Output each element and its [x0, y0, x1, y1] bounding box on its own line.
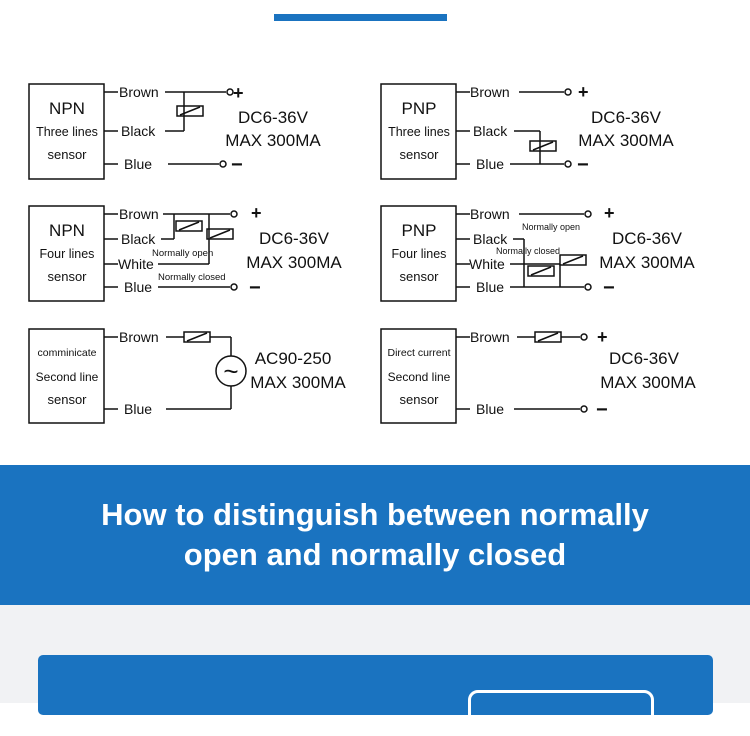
wire-black-label: Black	[121, 123, 156, 139]
minus-sign: −	[577, 154, 589, 176]
plus-sign: +	[597, 327, 608, 347]
sensor-box	[28, 328, 105, 424]
info-card-frame	[468, 690, 654, 736]
minus-sign: −	[231, 154, 243, 176]
normally-closed-label: Normally closed	[496, 246, 560, 256]
voltage-label: DC6-36V	[591, 108, 662, 127]
plus-sign: +	[578, 82, 589, 102]
wire-brown-label: Brown	[119, 84, 159, 100]
sensor-lines-label: Three lines	[36, 125, 98, 139]
current-label: MAX 300MA	[250, 373, 346, 392]
voltage-label: DC6-36V	[612, 229, 683, 248]
sensor-lines-label: Three lines	[388, 125, 450, 139]
sensor-type-label: PNP	[402, 221, 437, 240]
dc-second-line-diagram	[380, 328, 588, 424]
bottom-section	[0, 605, 750, 736]
npn-four-lines-diagram	[28, 205, 238, 302]
wiring-diagrams: NPN Three lines sensor Brown Black Blue …	[0, 48, 750, 465]
wire-black-label: Black	[121, 231, 156, 247]
sensor-label: sensor	[399, 392, 439, 407]
wire-brown-label: Brown	[119, 329, 159, 345]
pnp-three-lines-diagram	[380, 83, 572, 180]
sensor-label: sensor	[47, 392, 87, 407]
plus-sign: +	[604, 203, 615, 223]
wire-blue-label: Blue	[476, 279, 504, 295]
wire-black-label: Black	[473, 123, 508, 139]
pnp-four-lines-diagram	[380, 205, 592, 302]
sensor-power-label: comminicate	[38, 347, 97, 359]
sensor-box	[380, 205, 457, 302]
info-card	[38, 655, 713, 736]
sensor-lines-label: Four lines	[40, 247, 95, 261]
sensor-label: sensor	[47, 269, 87, 284]
wiring-diagram-svg: NPN Three lines sensor Brown Black Blue …	[28, 82, 696, 424]
load-resistor	[176, 105, 204, 117]
ac-wave-icon: ~	[223, 356, 238, 386]
wire-brown-label: Brown	[470, 84, 510, 100]
plus-sign: +	[233, 83, 244, 103]
sensor-label: sensor	[399, 147, 439, 162]
wire-brown-label: Brown	[119, 206, 159, 222]
sensor-box	[28, 205, 105, 302]
current-label: MAX 300MA	[246, 253, 342, 272]
current-label: MAX 300MA	[578, 131, 674, 150]
minus-sign: −	[596, 399, 608, 421]
sensor-lines-label: Second line	[36, 370, 99, 384]
sensor-label: sensor	[399, 269, 439, 284]
normally-open-label: Normally open	[152, 248, 213, 259]
plus-sign: +	[251, 203, 262, 223]
wire-white-label: White	[118, 256, 154, 272]
wire-blue-label: Blue	[124, 279, 152, 295]
sensor-label: sensor	[47, 147, 87, 162]
wire-blue-label: Blue	[476, 156, 504, 172]
current-label: MAX 300MA	[599, 253, 695, 272]
voltage-label: DC6-36V	[609, 349, 680, 368]
sensor-type-label: NPN	[49, 221, 85, 240]
ac-second-line-diagram	[28, 328, 247, 424]
wire-brown-label: Brown	[470, 206, 510, 222]
sensor-lines-label: Four lines	[392, 247, 447, 261]
wire-blue-label: Blue	[124, 156, 152, 172]
wire-blue-label: Blue	[476, 401, 504, 417]
normally-open-label: Normally open	[522, 222, 580, 232]
minus-sign: −	[603, 277, 615, 299]
voltage-label: DC6-36V	[259, 229, 330, 248]
voltage-label: AC90-250	[255, 349, 332, 368]
wire-black-label: Black	[473, 231, 508, 247]
wire-blue-label: Blue	[124, 401, 152, 417]
banner-title-line-1: How to distinguish between normally	[101, 497, 649, 532]
top-accent-bar	[274, 14, 447, 21]
sensor-type-label: NPN	[49, 99, 85, 118]
sensor-box	[380, 328, 457, 424]
section-banner: How to distinguish between normally open…	[0, 465, 750, 605]
banner-title: How to distinguish between normally open…	[101, 495, 649, 575]
sensor-power-label: Direct current	[387, 347, 450, 359]
npn-three-lines-diagram	[28, 83, 234, 180]
voltage-label: DC6-36V	[238, 108, 309, 127]
wire-brown-label: Brown	[470, 329, 510, 345]
wire-white-label: White	[469, 256, 505, 272]
normally-closed-label: Normally closed	[158, 272, 226, 283]
sensor-type-label: PNP	[402, 99, 437, 118]
sensor-lines-label: Second line	[388, 370, 451, 384]
load-resistor	[529, 140, 557, 152]
current-label: MAX 300MA	[225, 131, 321, 150]
current-label: MAX 300MA	[600, 373, 696, 392]
banner-title-line-2: open and normally closed	[183, 537, 567, 572]
minus-sign: −	[249, 277, 261, 299]
